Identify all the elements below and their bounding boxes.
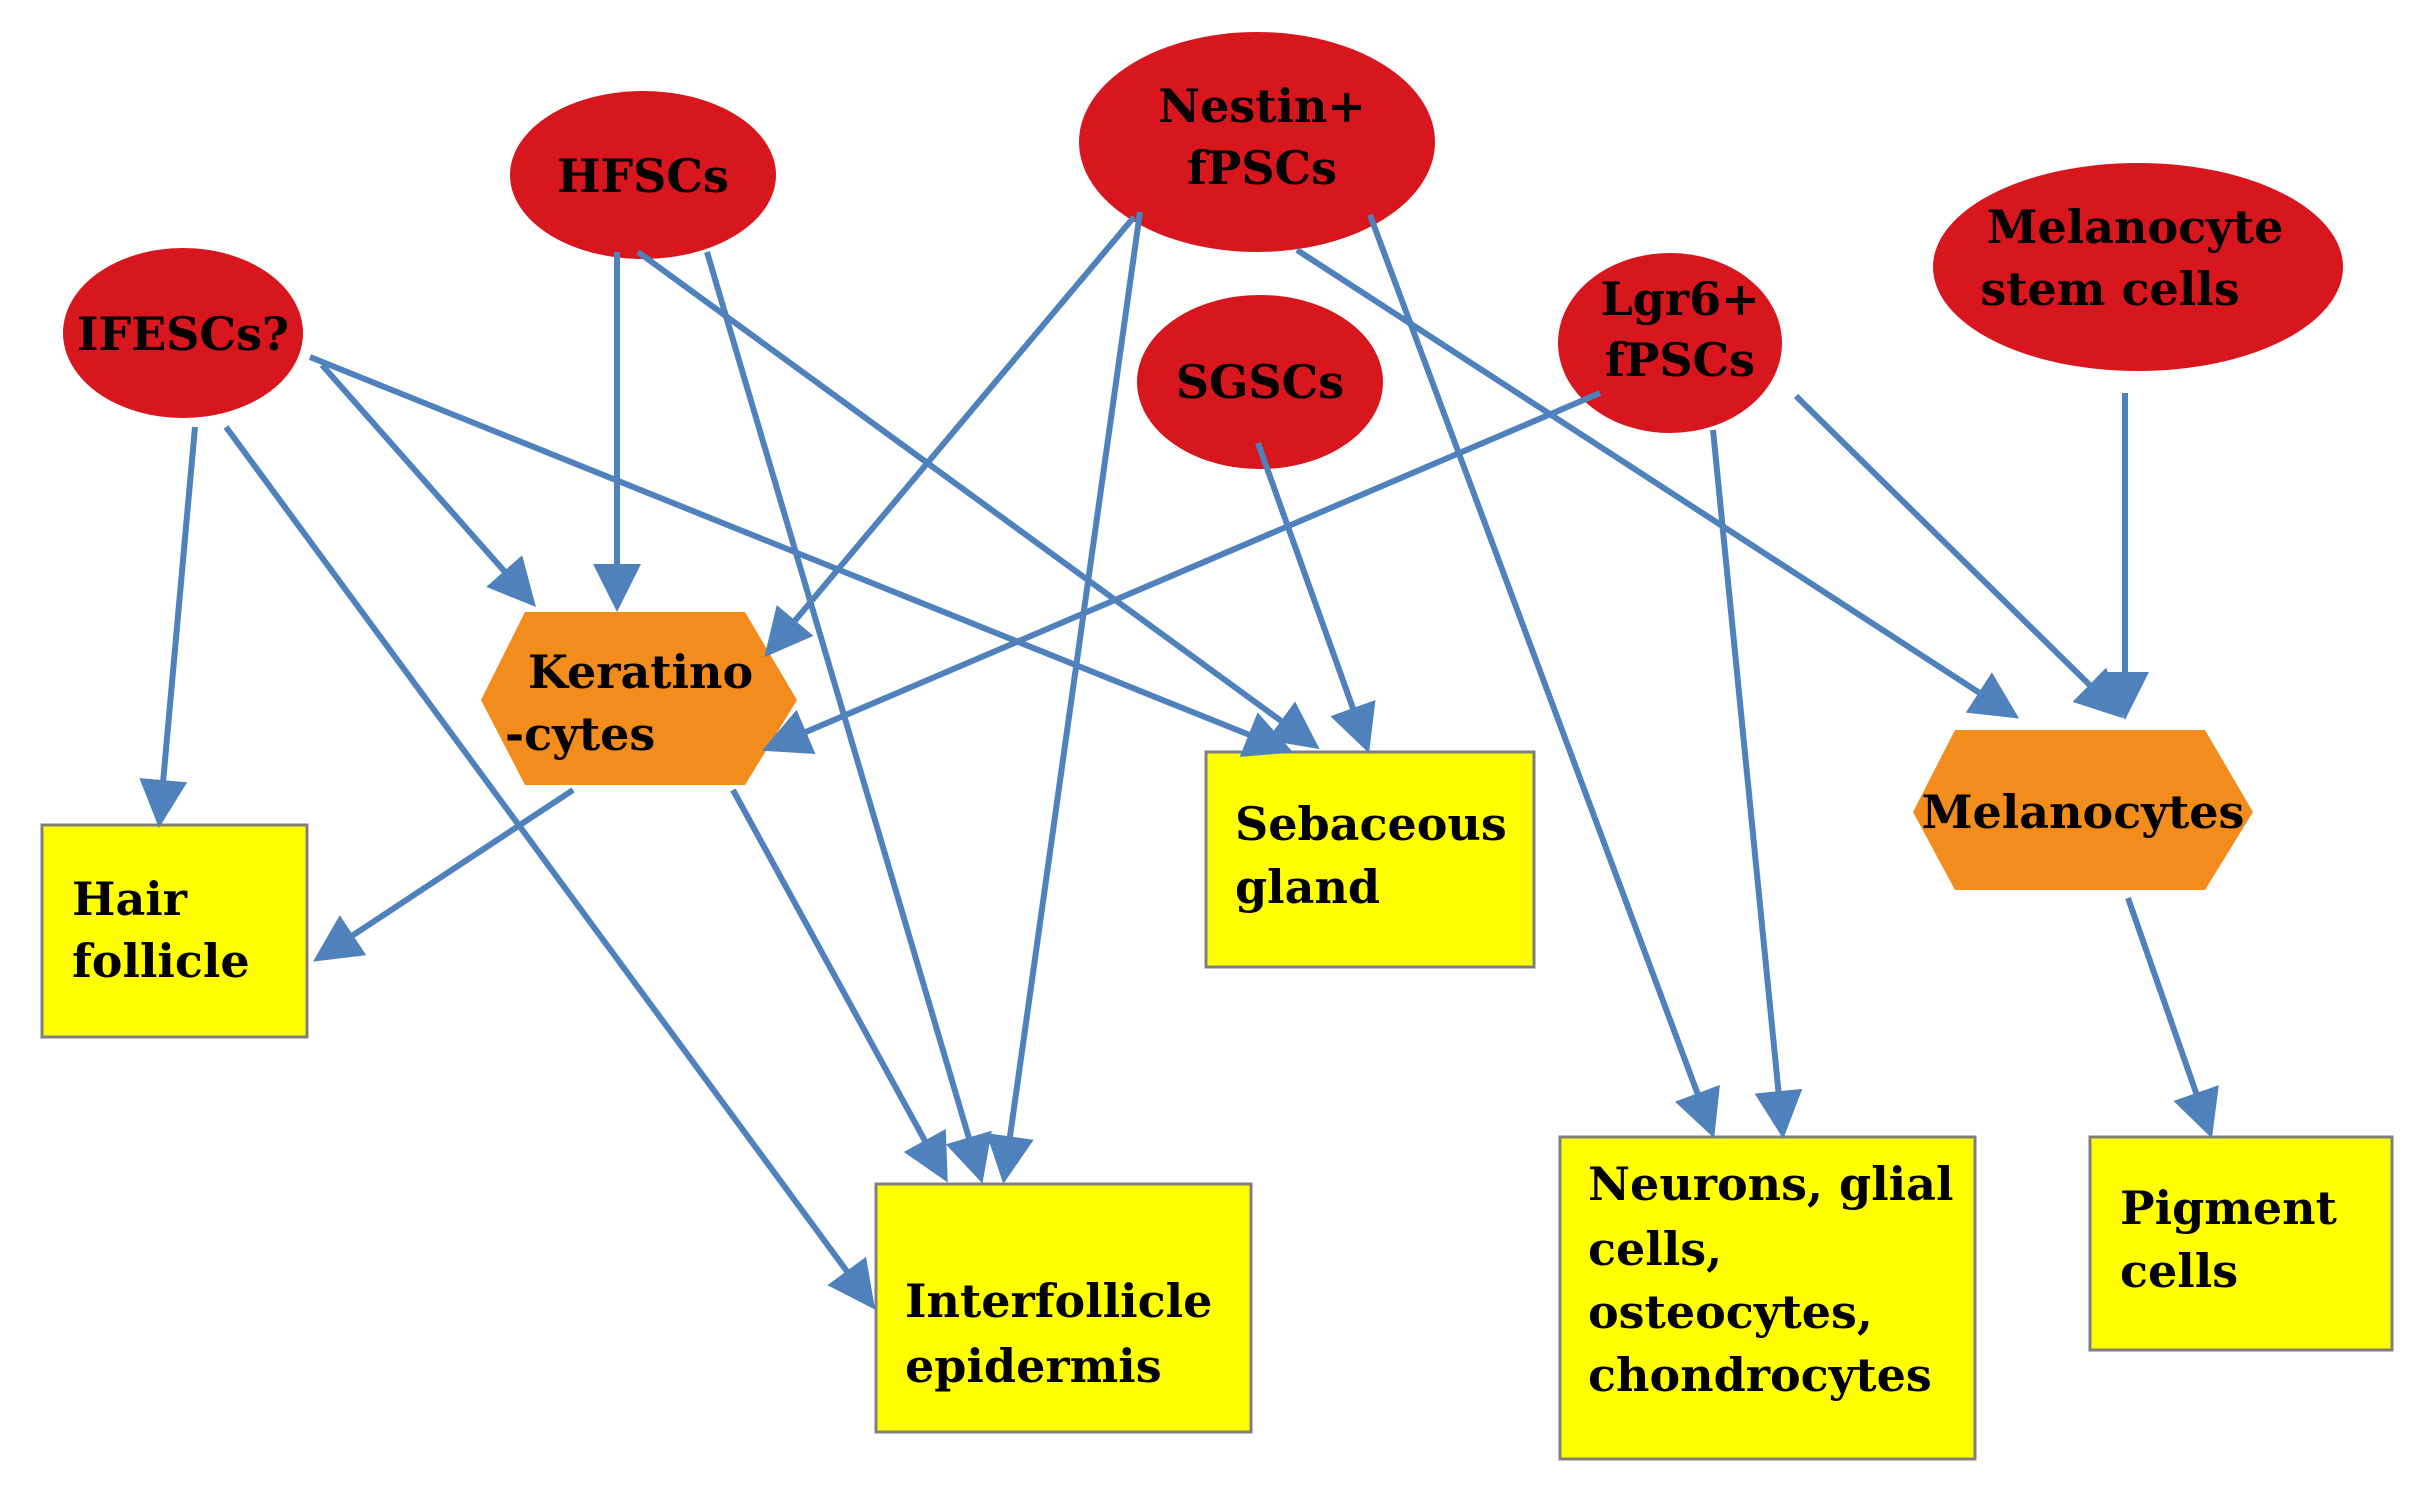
neurons-label-3: osteocytes,	[1588, 1285, 1873, 1339]
interfollicle-epidermis-box	[874, 1182, 1253, 1434]
lgr6-fpscs-label-1: Lgr6+	[1600, 272, 1759, 326]
ifescs-node: IFESCs?	[63, 248, 303, 418]
nestin-fpscs-label-2: fPSCs	[1187, 141, 1337, 195]
sebaceous-gland-label-1: Sebaceous	[1235, 797, 1507, 851]
hair-follicle-label-2: follicle	[72, 934, 250, 988]
lgr6-fpscs-ellipse	[1558, 253, 1782, 433]
sebaceous-gland-label-2: gland	[1235, 860, 1380, 914]
sgscs-node: SGSCs	[1137, 295, 1383, 469]
edge-keratinocytes-to-hair-follicle	[312, 787, 575, 962]
hair-follicle-node: Hair follicle	[40, 823, 309, 1039]
ifescs-label: IFESCs?	[77, 307, 289, 361]
nestin-fpscs-node: Nestin+ fPSCs	[1079, 32, 1435, 252]
edge-sgscs-to-sebaceous-gland	[1255, 441, 1376, 754]
edge-nestin-to-interfollicle-epidermis	[986, 211, 1143, 1184]
interfollicle-epidermis-node: Interfollicle epidermis	[874, 1182, 1253, 1434]
pigment-cells-label-2: cells	[2120, 1244, 2238, 1298]
neurons-label-4: chondrocytes	[1588, 1348, 1932, 1402]
melanocytes-hexagon	[1913, 730, 2253, 890]
melanocytes-label: Melanocytes	[1922, 785, 2245, 839]
neurons-label-1: Neurons, glial	[1588, 1157, 1953, 1211]
hair-follicle-box	[40, 823, 309, 1039]
sebaceous-gland-node: Sebaceous gland	[1204, 750, 1536, 969]
pigment-cells-box	[2088, 1135, 2394, 1352]
nestin-fpscs-label-1: Nestin+	[1158, 79, 1366, 133]
melanocyte-stem-cells-ellipse	[1933, 163, 2343, 371]
edge-melanocytes-to-pigment-cells	[2125, 897, 2219, 1139]
keratinocytes-node: Keratino -cytes	[481, 612, 797, 785]
interfollicle-epidermis-label-1: Interfollicle	[905, 1274, 1212, 1328]
edge-nestin-to-keratinocytes	[764, 215, 1137, 658]
edge-lgr6-to-neurons	[1710, 429, 1803, 1139]
interfollicle-epidermis-label-2: epidermis	[905, 1339, 1162, 1393]
neurons-label-2: cells,	[1588, 1222, 1722, 1276]
edge-hfscs-to-sebaceous-gland	[636, 249, 1320, 750]
edge-nestin-to-melanocytes	[1295, 247, 2020, 719]
hfscs-label: HFSCs	[557, 149, 729, 203]
keratinocytes-label-2: -cytes	[505, 707, 655, 761]
pigment-cells-node: Pigment cells	[2088, 1135, 2394, 1352]
melanocyte-stem-cells-label-1: Melanocyte	[1987, 200, 2284, 254]
edges	[139, 211, 2219, 1310]
edge-lgr6-to-melanocytes	[1793, 393, 2124, 719]
hair-follicle-label-1: Hair	[72, 872, 188, 926]
sgscs-ellipse	[1137, 295, 1383, 469]
edge-ifescs-to-keratinocytes	[319, 363, 536, 607]
melanocyte-stem-cells-label-2: stem cells	[1980, 262, 2239, 316]
sebaceous-gland-box	[1204, 750, 1536, 969]
lgr6-fpscs-label-2: fPSCs	[1605, 333, 1755, 387]
hfscs-node: HFSCs	[510, 91, 776, 259]
edge-nestin-to-neurons	[1367, 213, 1720, 1139]
neurons-glial-osteo-chondro-node: Neurons, glial cells, osteocytes, chondr…	[1558, 1135, 1977, 1461]
nestin-fpscs-ellipse	[1079, 32, 1435, 252]
edge-lgr6-to-keratinocytes	[761, 390, 1602, 754]
ifescs-ellipse	[63, 248, 303, 418]
edge-ifescs-to-interfollicle-epidermis	[223, 425, 876, 1310]
edge-ifescs-to-hair-follicle	[139, 426, 198, 828]
sgscs-label: SGSCs	[1176, 355, 1344, 409]
pigment-cells-label-1: Pigment	[2120, 1181, 2338, 1235]
melanocytes-node: Melanocytes	[1913, 730, 2253, 890]
edge-keratinocytes-to-interfollicle-epidermis	[730, 788, 948, 1183]
lgr6-fpscs-node: Lgr6+ fPSCs	[1558, 253, 1782, 433]
melanocyte-stem-cells-node: Melanocyte stem cells	[1933, 163, 2343, 371]
keratinocytes-label-1: Keratino	[528, 645, 753, 699]
edge-hfscs-to-interfollicle-epidermis	[704, 251, 992, 1184]
hfscs-ellipse	[510, 91, 776, 259]
keratinocytes-hexagon	[481, 612, 797, 785]
